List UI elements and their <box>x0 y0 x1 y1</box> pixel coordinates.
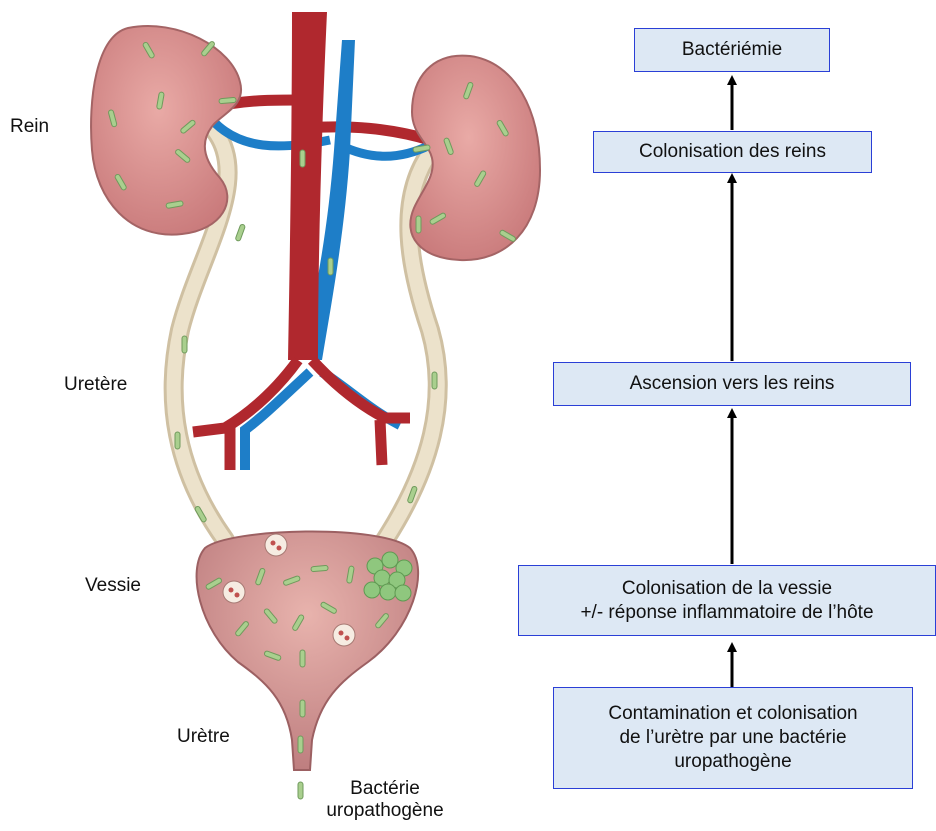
step-contamination: Contamination et colonisation de l’urètr… <box>553 687 913 789</box>
step-bacteriemie: Bactériémie <box>634 28 830 72</box>
step-colonisation-reins: Colonisation des reins <box>593 131 872 173</box>
step-colonisation-vessie: Colonisation de la vessie +/- réponse in… <box>518 565 936 636</box>
step-colonisation-vessie-line1: Colonisation de la vessie <box>622 577 832 601</box>
step-ascension: Ascension vers les reins <box>553 362 911 406</box>
step-ascension-text: Ascension vers les reins <box>630 372 835 396</box>
step-colonisation-reins-text: Colonisation des reins <box>639 140 826 164</box>
step-contamination-line2: de l’urètre par une bactérie <box>619 726 846 750</box>
step-bacteriemie-text: Bactériémie <box>682 38 782 62</box>
step-contamination-line3: uropathogène <box>674 750 791 774</box>
step-colonisation-vessie-line2: +/- réponse inflammatoire de l’hôte <box>580 601 873 625</box>
step-contamination-line1: Contamination et colonisation <box>608 702 857 726</box>
